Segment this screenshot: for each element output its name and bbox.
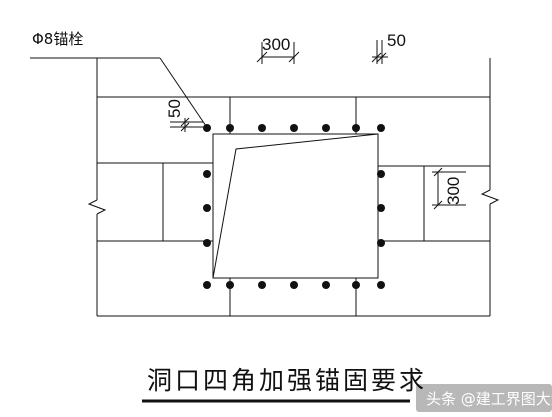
anchor-bolt-dot xyxy=(352,281,360,289)
dimension-50-left xyxy=(170,117,203,132)
anchor-bolt-dot xyxy=(290,281,298,289)
anchor-bolt-dot xyxy=(203,281,211,289)
anchor-bolt-dot xyxy=(352,124,360,132)
anchor-bolt-dot xyxy=(203,124,211,132)
anchor-bolt-dot xyxy=(203,204,211,212)
anchor-bolt-dot xyxy=(377,204,385,212)
anchor-leader xyxy=(30,57,207,127)
dimension-300-top-label: 300 xyxy=(262,35,290,54)
wall-opening xyxy=(212,133,379,279)
anchor-callout-label: Φ8锚栓 xyxy=(32,30,83,48)
anchor-bolt-dot xyxy=(377,124,385,132)
anchor-bolt-dot xyxy=(258,124,266,132)
dimension-50-top xyxy=(371,40,388,64)
anchor-bolt-dot xyxy=(322,281,330,289)
dimension-50-top-label: 50 xyxy=(387,31,406,50)
dimension-50-left-label: 50 xyxy=(165,99,184,118)
anchor-bolt-dot xyxy=(322,124,330,132)
watermark-text: 头条 @建工界图大大 xyxy=(426,390,552,408)
anchor-bolt-dot xyxy=(258,281,266,289)
diagram-title: 洞口四角加强锚固要求 xyxy=(147,366,427,395)
anchor-bolt-dot xyxy=(226,281,234,289)
anchor-bolt-dot xyxy=(290,124,298,132)
anchor-bolt-dot xyxy=(203,170,211,178)
anchor-bolt-dot xyxy=(377,170,385,178)
dimension-300-right xyxy=(432,167,466,210)
watermark: 头条 @建工界图大大 xyxy=(416,384,552,412)
anchor-bolt-dot xyxy=(377,239,385,247)
wall-outline xyxy=(87,58,500,316)
anchor-bolt-dot xyxy=(226,124,234,132)
dimension-300-right-label: 300 xyxy=(444,177,463,205)
anchor-bolt-dot xyxy=(203,239,211,247)
anchor-bolts xyxy=(203,124,385,289)
dimension-300-top xyxy=(256,42,300,64)
anchor-bolt-dot xyxy=(377,281,385,289)
